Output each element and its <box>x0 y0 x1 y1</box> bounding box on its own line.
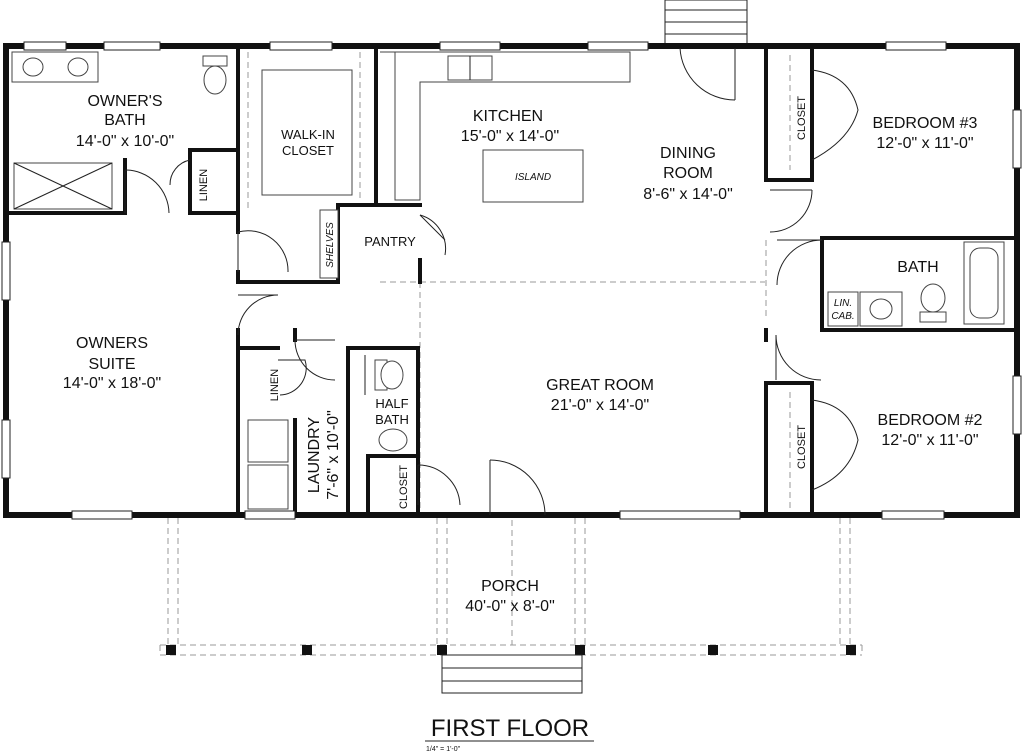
walk-in-closet-name-2: CLOSET <box>282 143 334 158</box>
porch-dims: 40'-0" x 8'-0" <box>465 598 555 615</box>
great-room-name: GREAT ROOM <box>546 377 654 394</box>
walk-in-closet-name: WALK-IN <box>281 127 335 142</box>
great-room-dims: 21'-0" x 14'-0" <box>551 397 649 414</box>
owners-bath-name: OWNER'S <box>87 93 162 110</box>
bedroom2-dims: 12'-0" x 11'-0" <box>881 432 978 449</box>
porch-name: PORCH <box>481 578 539 595</box>
half-bath-name: HALF <box>375 396 408 411</box>
linen-owner-label: LINEN <box>198 169 210 201</box>
bedroom3-name: BEDROOM #3 <box>873 115 978 132</box>
porch-steps <box>441 654 583 694</box>
title-block: FIRST FLOOR 1/4" = 1'-0" <box>425 715 594 753</box>
rear-steps <box>664 0 748 46</box>
shelves-label: SHELVES <box>325 222 336 268</box>
bedroom2-name: BEDROOM #2 <box>878 412 983 429</box>
kitchen-dims: 15'-0" x 14'-0" <box>461 128 559 145</box>
closet-entry-label: CLOSET <box>398 465 410 509</box>
laundry-name: LAUNDRY <box>306 417 323 494</box>
owners-suite-name-2: SUITE <box>88 356 135 373</box>
interior-walls <box>4 44 1019 517</box>
pantry-label: PANTRY <box>364 234 416 249</box>
dining-room-name-2: ROOM <box>663 165 713 182</box>
dining-room-name: DINING <box>660 145 716 162</box>
porch-posts <box>166 645 856 655</box>
room-labels: OWNER'S BATH 14'-0" x 10'-0" WALK-IN CLO… <box>63 93 983 615</box>
closet-bedroom2-label: CLOSET <box>796 425 808 469</box>
windows <box>1 41 1022 520</box>
scale-label: 1/4" = 1'-0" <box>426 746 461 753</box>
lin-cab-label: LIN. <box>834 298 852 309</box>
page-title: FIRST FLOOR <box>431 715 589 742</box>
closet-bedroom3-label: CLOSET <box>796 96 808 140</box>
half-bath-name-2: BATH <box>375 412 409 427</box>
owners-suite-dims: 14'-0" x 18'-0" <box>63 375 161 392</box>
island-label: ISLAND <box>515 172 551 183</box>
lin-cab-label-2: CAB. <box>831 311 854 322</box>
dining-room-dims: 8'-6" x 14'-0" <box>643 186 733 203</box>
bedroom3-dims: 12'-0" x 11'-0" <box>876 135 973 152</box>
kitchen-name: KITCHEN <box>473 108 543 125</box>
owners-suite-name: OWNERS <box>76 335 148 352</box>
doors <box>124 47 859 516</box>
fixtures <box>11 51 1005 510</box>
owners-bath-name-2: BATH <box>104 112 145 129</box>
owners-bath-dims: 14'-0" x 10'-0" <box>76 133 174 150</box>
bath-name: BATH <box>897 259 938 276</box>
laundry-dims: 7'-6" x 10'-0" <box>325 410 342 500</box>
linen-laundry-label: LINEN <box>269 369 281 401</box>
